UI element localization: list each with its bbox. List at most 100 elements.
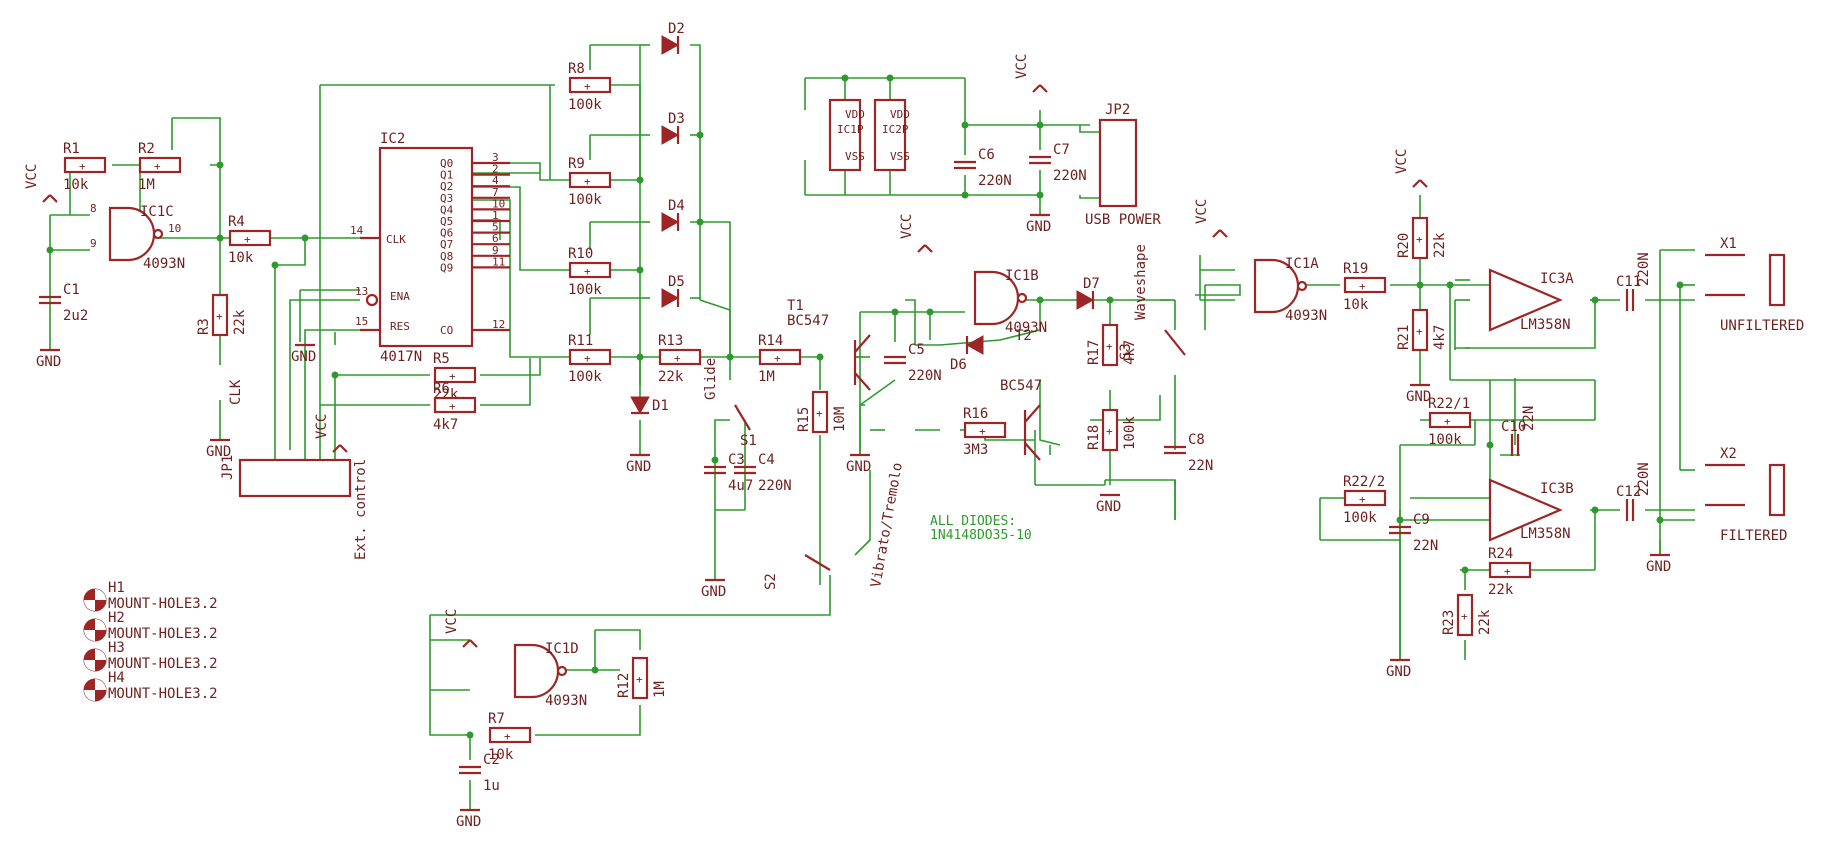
- capacitor-name: C10: [1501, 419, 1526, 435]
- x1-label: UNFILTERED: [1720, 318, 1804, 334]
- jp2-label: USB POWER: [1085, 212, 1161, 228]
- s2-name: S2: [763, 573, 779, 590]
- ic1a-name: IC1A: [1285, 256, 1319, 272]
- s1-name: S1: [740, 433, 757, 449]
- transistor-t1: T1 BC547: [787, 298, 871, 391]
- jp2-name: JP2: [1105, 102, 1130, 118]
- ic2-num-4: 4: [492, 174, 499, 187]
- gnd-symbol: GND: [291, 343, 316, 365]
- resistor-mark: +: [774, 352, 781, 365]
- resistor-mark: +: [449, 370, 456, 383]
- mount-hole-value: MOUNT-HOLE3.2: [108, 626, 218, 642]
- diode-name: D7: [1083, 276, 1100, 292]
- vcc-symbol: VCC: [24, 164, 58, 203]
- ic1d-gate: IC1D 4093N: [513, 641, 587, 709]
- diode-name: D2: [668, 21, 685, 37]
- mount-hole-name: H4: [108, 670, 125, 686]
- gnd-symbol: GND: [846, 453, 871, 475]
- resistor-value: 100k: [568, 282, 602, 298]
- gnd-label: GND: [1406, 389, 1431, 405]
- resistor-value: 10k: [488, 747, 514, 763]
- capacitor-name: C1: [63, 282, 80, 298]
- resistor-name: R8: [568, 61, 585, 77]
- ic2-pin-q1: Q1: [440, 169, 453, 182]
- resistor-value: 100k: [1122, 416, 1138, 450]
- resistor-mark: +: [1359, 493, 1366, 506]
- gnd-label: GND: [1096, 499, 1121, 515]
- resistor-value: 100k: [1428, 432, 1462, 448]
- ic1p-name: IC1P: [837, 123, 864, 136]
- resistor-mark: +: [979, 425, 986, 438]
- ic2-pin-co: CO: [440, 324, 453, 337]
- ic1p-vdd: VDD: [845, 108, 865, 121]
- capacitors: C12u2C21uC34u7C4220NC5220NC6220NC7220NC8…: [39, 142, 1652, 794]
- resistor-mark: +: [154, 160, 161, 173]
- t1-value: BC547: [787, 313, 829, 329]
- diode-d1: D1: [630, 396, 669, 415]
- resistor-value: 22k: [1477, 609, 1493, 635]
- ic2-num-2: 2: [492, 163, 499, 176]
- resistor-mark: +: [79, 160, 86, 173]
- resistor-name: R15: [796, 407, 812, 432]
- clk-led-label: CLK: [228, 379, 244, 405]
- gnd-symbol: GND: [206, 438, 231, 460]
- ic2-pin-ena: ENA: [390, 290, 410, 303]
- vcc-label: VCC: [444, 609, 460, 634]
- gnd-label: GND: [846, 459, 871, 475]
- resistor-name: R18: [1086, 425, 1102, 450]
- t2-value: BC547: [1000, 378, 1042, 394]
- diode-name: D6: [950, 357, 967, 373]
- resistor-name: R19: [1343, 261, 1368, 277]
- capacitor-name: C3: [728, 452, 745, 468]
- diode-d3: D3: [661, 111, 685, 145]
- vcc-label: VCC: [1014, 54, 1030, 79]
- ic1c-pin9: 9: [90, 237, 97, 250]
- vcc-symbol: VCC: [899, 214, 933, 253]
- gnd-symbol: GND: [1096, 493, 1121, 515]
- resistor-name: R7: [488, 711, 505, 727]
- resistor-value: 10k: [1343, 297, 1369, 313]
- ic2-pin-q0: Q0: [440, 157, 453, 170]
- diode-d7: D7: [1076, 276, 1100, 310]
- resistor-mark: +: [584, 352, 591, 365]
- vcc-symbol: VCC: [314, 414, 348, 453]
- gnd-label: GND: [626, 459, 651, 475]
- resistor-mark: +: [584, 175, 591, 188]
- capacitor-value: 220N: [1053, 168, 1087, 184]
- jp1-name: JP1: [220, 455, 236, 480]
- capacitor-name: C6: [978, 147, 995, 163]
- mount-hole-value: MOUNT-HOLE3.2: [108, 596, 218, 612]
- capacitor-name: C7: [1053, 142, 1070, 158]
- resistor-name: R6: [433, 381, 450, 397]
- ic2-num-14: 14: [350, 224, 364, 237]
- gnd-label: GND: [1386, 664, 1411, 680]
- resistor-mark: +: [1106, 340, 1113, 353]
- gnd-symbol: GND: [456, 808, 481, 830]
- ic2-num-11: 11: [492, 255, 505, 268]
- resistor-value: 10k: [228, 250, 254, 266]
- glide-label: Glide: [703, 358, 719, 400]
- gnd-label: GND: [1026, 219, 1051, 235]
- resistor-mark: +: [674, 352, 681, 365]
- resistor-name: R24: [1488, 546, 1513, 562]
- ic2p-vdd: VDD: [890, 108, 910, 121]
- resistor-mark: +: [816, 407, 823, 420]
- x2-name: X2: [1720, 446, 1737, 462]
